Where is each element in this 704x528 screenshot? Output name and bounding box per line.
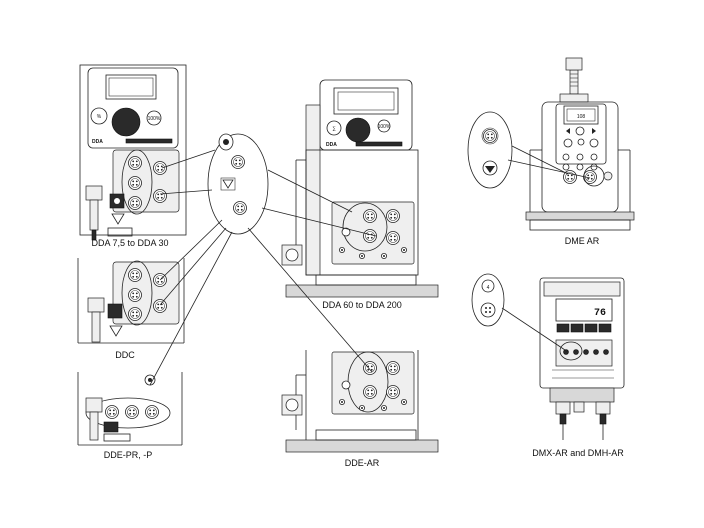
menu-button-icon [90, 107, 108, 125]
label-dde-ar: DDE-AR [345, 458, 380, 468]
svg-text:108: 108 [577, 114, 586, 120]
dmx-callout: 4 [471, 273, 505, 327]
label-dde-pr: DDE-PR, -P [104, 450, 153, 460]
label-dmx-dmh: DMX-AR and DMH-AR [532, 448, 624, 458]
svg-text:%: % [97, 114, 102, 120]
connector-callout [207, 133, 269, 235]
dmx-display-value: 76 [594, 308, 606, 319]
control-wheel [111, 107, 141, 137]
callout-number: 4 [487, 285, 490, 291]
pump-dmx-dmh: 76 [539, 277, 625, 440]
svg-text:100%: 100% [378, 124, 391, 130]
dme-callout [467, 111, 513, 189]
svg-text:DDA: DDA [326, 142, 337, 148]
dda-brand-label: DDA [92, 139, 103, 145]
pump-dda-large: ∑ 100% DDA [281, 79, 439, 298]
label-ddc: DDC [115, 350, 135, 360]
label-dda-large: DDA 60 to DDA 200 [322, 300, 402, 310]
svg-text:∑: ∑ [332, 126, 336, 132]
pump-dda-small: % 100% DDA [79, 64, 187, 241]
pump-dde-ar [281, 350, 439, 453]
pump-ddc [77, 258, 185, 344]
leader-lines [149, 145, 591, 386]
label-dda-small: DDA 7,5 to DDA 30 [91, 238, 168, 248]
pump-dde-pr [77, 372, 183, 446]
pump-dme-ar: 108 [525, 57, 635, 231]
label-dme-ar: DME AR [565, 236, 600, 246]
dda-100-button-label: 100% [148, 116, 161, 122]
